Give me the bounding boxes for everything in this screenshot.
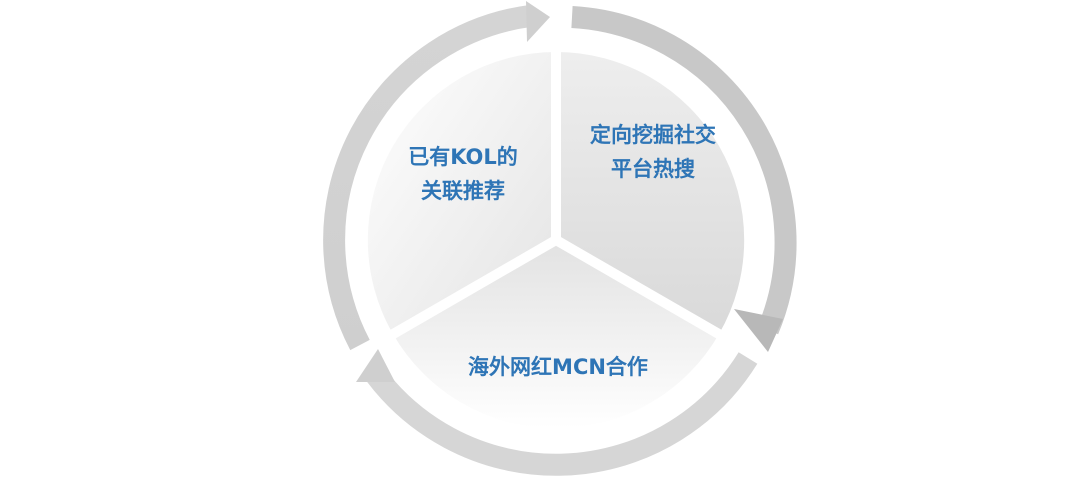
ring-arc-bottom [363,352,758,476]
segment-mcn-label: 海外网红MCN合作 [408,350,708,384]
arrow-head-top-icon [526,1,550,42]
arrow-head-right-icon [734,309,783,352]
segment-kol-line-2: 关联推荐 [421,179,505,203]
separator-left [385,235,559,342]
segment-mcn-line-1: 海外网红MCN合作 [468,355,648,379]
segment-kol-line-1: 已有KOL的 [408,145,518,169]
ring-arc-right [571,6,797,335]
ring-arc-left [323,5,532,351]
separator-right [553,235,727,342]
segment-kol-label: 已有KOL的 关联推荐 [368,140,558,208]
segment-social-label: 定向挖掘社交 平台热搜 [558,118,748,186]
arrow-head-left-icon [356,349,395,382]
segment-social-line-1: 定向挖掘社交 [590,123,716,147]
segment-social-line-2: 平台热搜 [611,157,695,181]
